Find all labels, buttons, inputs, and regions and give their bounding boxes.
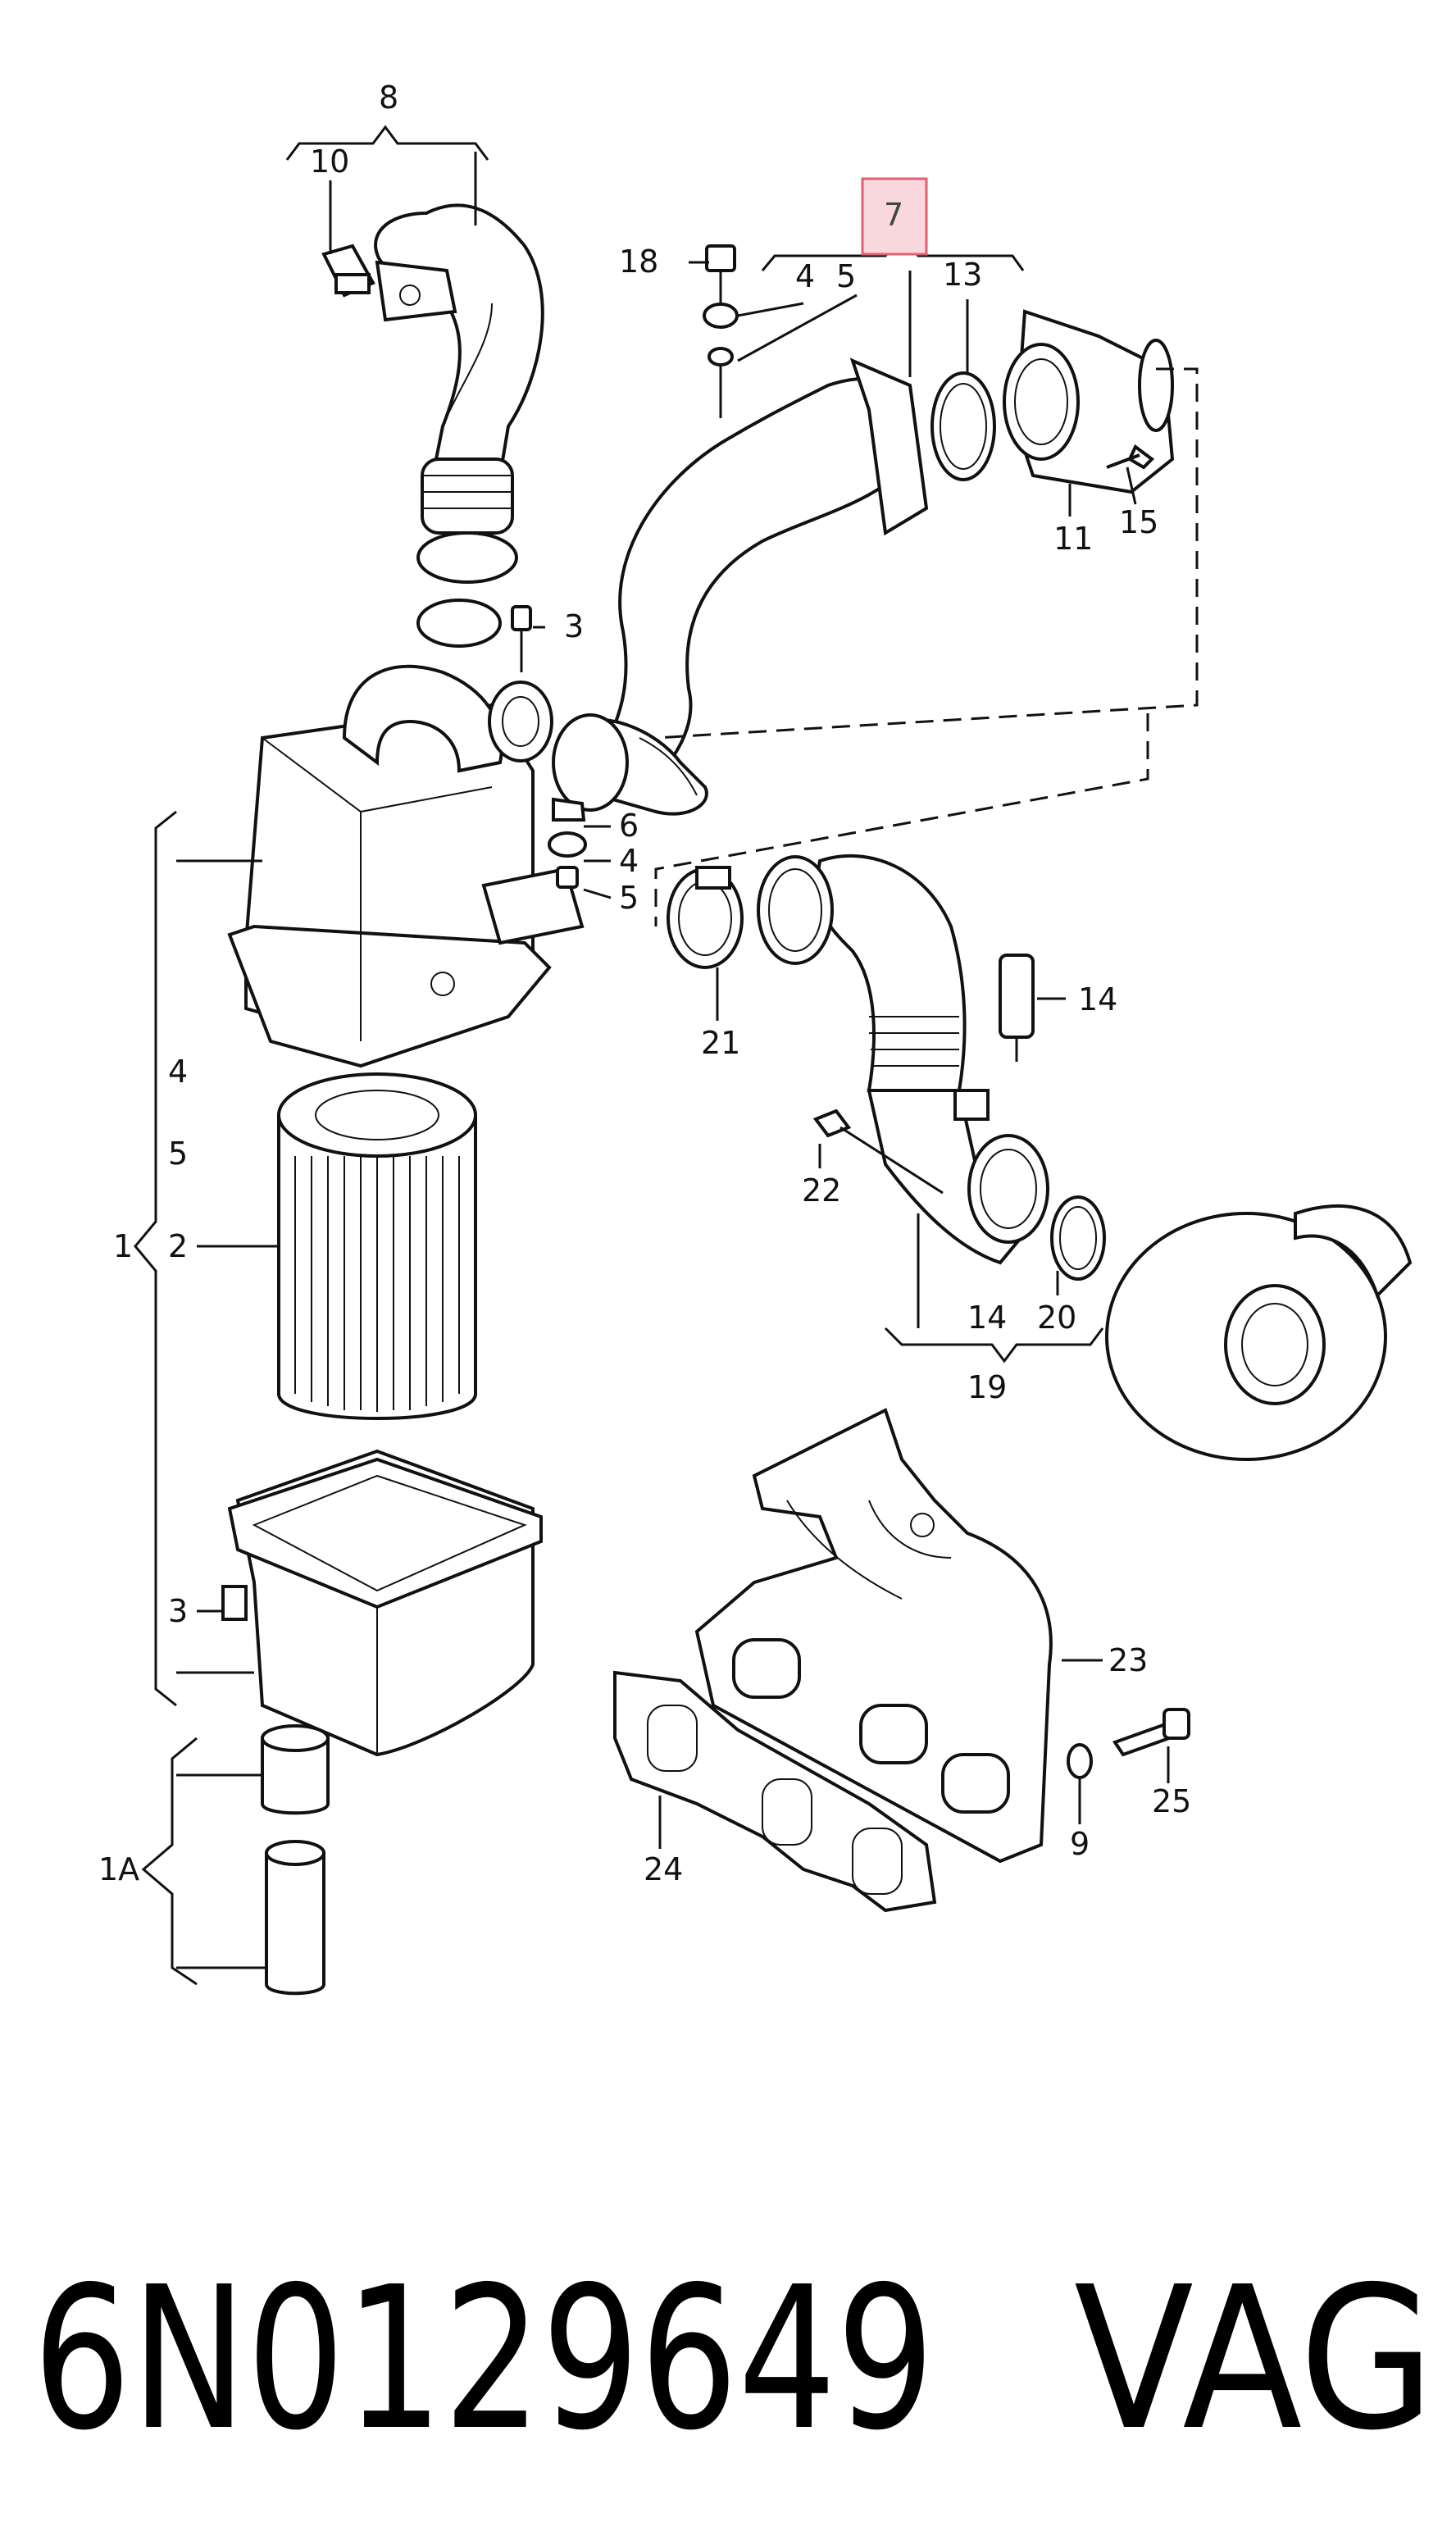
callout-10: 10 — [310, 143, 349, 180]
callout-24: 24 — [644, 1851, 683, 1887]
filter-element-2[interactable] — [277, 1072, 477, 1420]
callout-labels: 8 10 7 18 4 5 13 11 15 3 6 4 5 21 14 22 … — [98, 80, 1191, 1887]
leader-lines — [134, 125, 1199, 1986]
sensor-10[interactable] — [321, 244, 375, 298]
callout-8: 8 — [379, 80, 398, 116]
brand-label: VAG — [1074, 2244, 1435, 2474]
callout-1: 1 — [113, 1228, 133, 1264]
washer-9 — [1067, 1743, 1093, 1779]
hose-clamp-21[interactable] — [667, 866, 744, 969]
callout-14: 14 — [1078, 981, 1117, 1017]
exhaust-manifold-23 — [694, 1408, 1053, 1864]
callout-11: 11 — [1053, 521, 1093, 557]
part-number: 6N0129649 — [33, 2244, 935, 2474]
callout-22: 22 — [802, 1172, 841, 1209]
callout-9: 9 — [1070, 1826, 1090, 1862]
air-filter-lower-housing[interactable] — [221, 1449, 543, 1757]
sensor-14[interactable] — [999, 954, 1035, 1062]
turbocharger — [1105, 1204, 1413, 1461]
fastener-18[interactable] — [703, 244, 739, 366]
callout-5: 5 — [619, 880, 639, 916]
o-ring-20[interactable] — [1050, 1195, 1106, 1281]
callout-3: 3 — [564, 608, 584, 644]
callout-highlight — [861, 177, 928, 256]
callout-1a: 1A — [98, 1851, 139, 1887]
callout-14: 14 — [967, 1300, 1007, 1336]
intake-pipe-7[interactable] — [552, 357, 929, 816]
callout-25: 25 — [1152, 1783, 1191, 1819]
hose-assembly-19[interactable] — [757, 854, 1049, 1265]
air-mass-meter-11[interactable] — [1003, 309, 1175, 494]
screw-15[interactable] — [1106, 444, 1155, 470]
intake-hose-8[interactable] — [374, 203, 544, 648]
callout-5: 5 — [168, 1136, 188, 1172]
callout-13: 13 — [943, 257, 982, 293]
callout-23: 23 — [1108, 1642, 1148, 1678]
bolt-22[interactable] — [812, 1108, 944, 1195]
callout-6: 6 — [619, 808, 639, 844]
callout-4: 4 — [168, 1054, 188, 1090]
callout-7: 7 — [884, 197, 903, 233]
callout-2: 2 — [168, 1228, 188, 1264]
callout-19: 19 — [967, 1369, 1007, 1405]
callout-4: 4 — [795, 258, 815, 294]
manifold-gasket-24 — [613, 1670, 937, 1913]
callout-15: 15 — [1119, 504, 1158, 540]
callout-3: 3 — [168, 1593, 188, 1629]
callout-21: 21 — [701, 1025, 740, 1061]
air-filter-upper-housing[interactable] — [227, 664, 585, 1068]
bolt-25 — [1112, 1708, 1190, 1757]
callout-18: 18 — [619, 244, 658, 280]
part-1a[interactable] — [261, 1724, 330, 1996]
callout-5: 5 — [836, 258, 856, 294]
callout-20: 20 — [1037, 1300, 1076, 1336]
o-ring-13[interactable] — [930, 371, 996, 481]
callout-4: 4 — [619, 843, 639, 879]
